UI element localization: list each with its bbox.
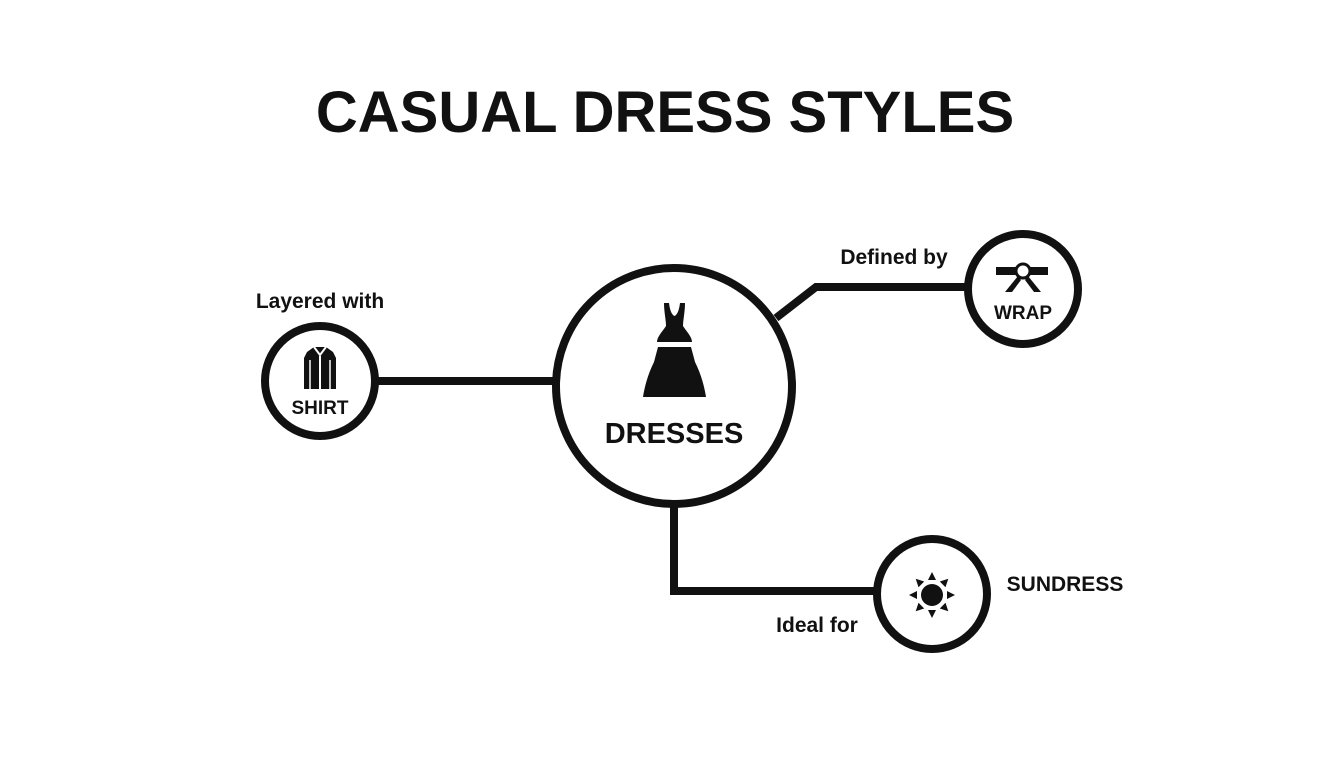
edge-label-sundress: Ideal for [776,614,858,637]
node-dresses-label: DRESSES [605,418,744,450]
node-shirt-label: SHIRT [292,398,349,419]
connector-sundress [670,504,878,595]
node-sundress-label: SUNDRESS [1007,573,1124,596]
node-wrap[interactable]: WRAP [964,230,1082,348]
diagram-title: CASUAL DRESS STYLES [316,80,1014,145]
bow-icon [996,262,1048,292]
node-wrap-label: WRAP [994,303,1052,324]
node-shirt[interactable]: SHIRT [261,322,379,440]
dress-icon [643,303,706,397]
sun-icon [909,572,955,618]
node-dresses[interactable]: DRESSES [552,264,796,508]
edge-label-wrap: Defined by [840,246,948,269]
connectors [377,283,968,595]
shirt-icon [304,346,336,389]
edge-label-shirt: Layered with [256,290,384,313]
connector-wrap [773,283,968,322]
node-sundress[interactable] [873,535,991,653]
node-wrap-circle [964,230,1082,348]
